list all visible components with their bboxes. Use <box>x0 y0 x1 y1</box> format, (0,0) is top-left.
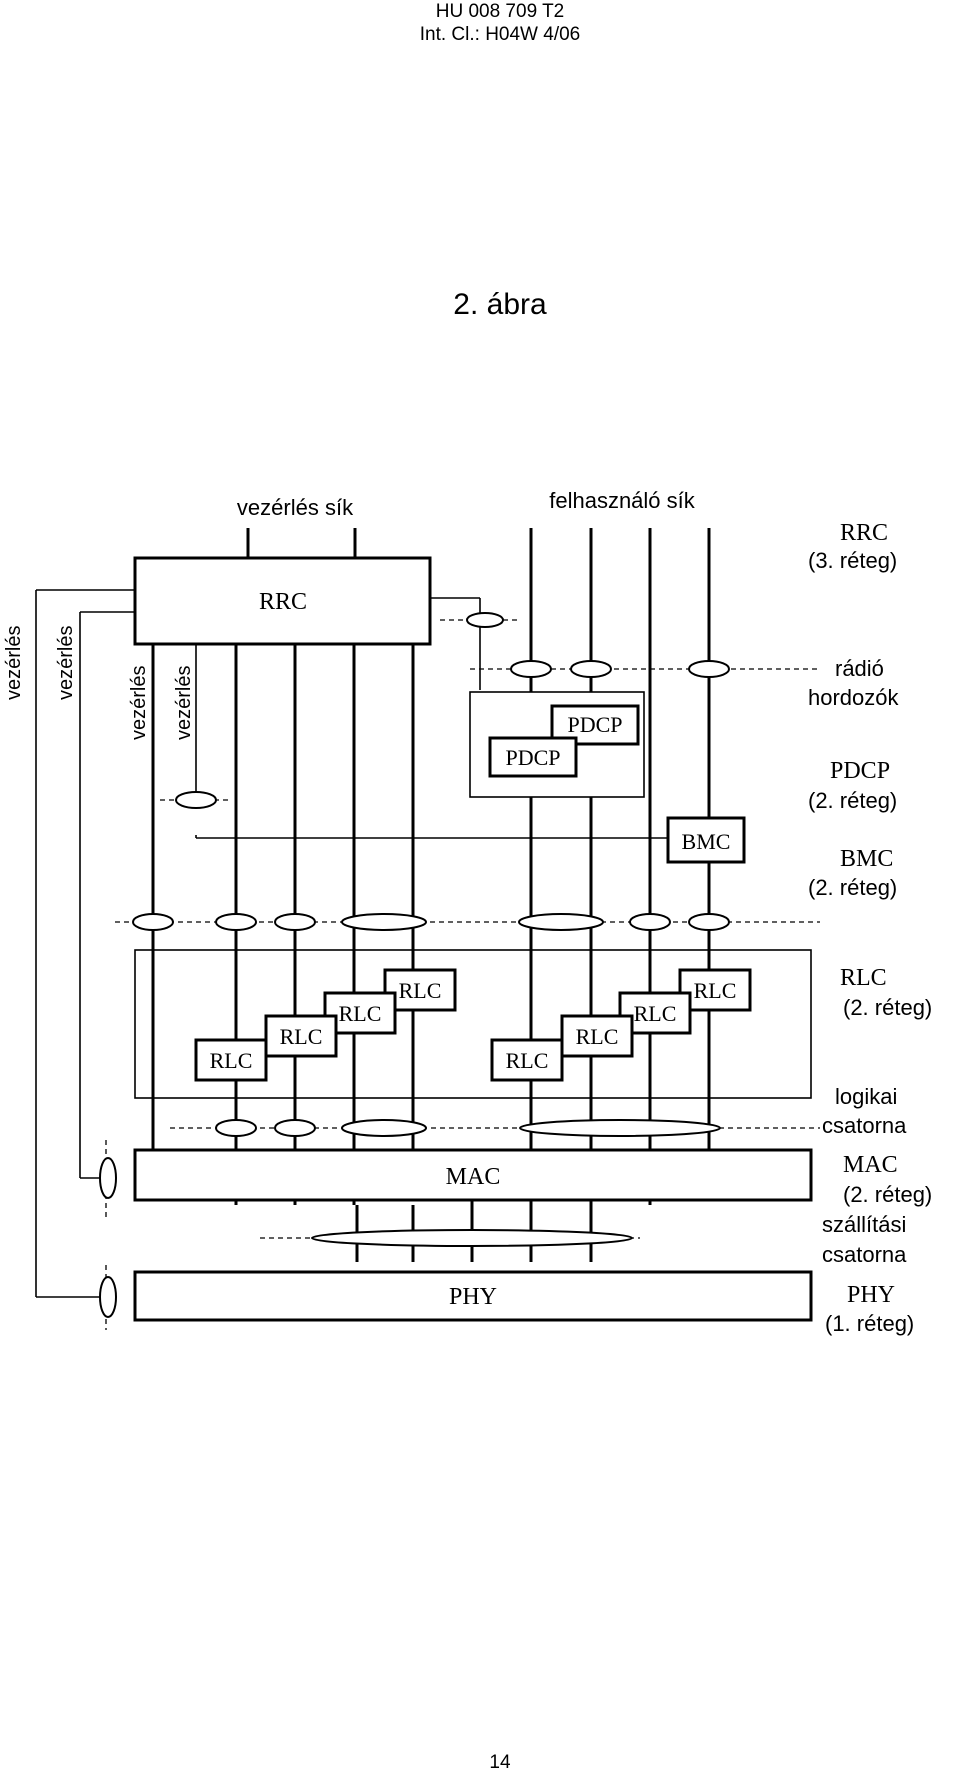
figure-title: 2. ábra <box>453 288 547 321</box>
control-label: vezérlés <box>173 666 195 740</box>
sap-ellipse <box>341 1119 427 1137</box>
rrc-box <box>133 556 432 646</box>
user-plane-label: felhasználó sík <box>549 488 696 513</box>
layer-legend: RRC (3. réteg) rádió hordozók PDCP (2. r… <box>808 520 932 1336</box>
sap-ellipse <box>99 1276 117 1318</box>
legend-bmc-name: BMC <box>840 846 893 872</box>
sap-ellipse <box>132 913 174 931</box>
legend-rrc-name: RRC <box>840 520 888 546</box>
rlc-boxes: RLC RLC RLC RLC RLC RLC RLC RLC <box>194 968 752 1082</box>
rlc-label: RLC <box>280 1024 323 1049</box>
sap-ellipse <box>629 913 671 931</box>
rlc-label: RLC <box>399 978 442 1003</box>
legend-logical-channel: logikai <box>835 1084 897 1109</box>
legend-radio-bearers: hordozók <box>808 685 900 710</box>
control-label: vezérlés <box>128 666 150 740</box>
bmc-label: BMC <box>682 829 731 854</box>
rlc-label: RLC <box>576 1024 619 1049</box>
sap-ellipse <box>274 913 316 931</box>
sap-ellipse <box>341 913 427 931</box>
rlc-box <box>264 1014 338 1058</box>
sap-ellipse <box>274 1119 316 1137</box>
sap-ellipse <box>688 913 730 931</box>
sap-ellipse <box>518 913 604 931</box>
sap-ellipse <box>215 913 257 931</box>
mac-box <box>133 1148 813 1202</box>
user-plane-upper-lines <box>529 528 711 1205</box>
legend-rrc-layer: (3. réteg) <box>808 548 897 573</box>
legend-rlc-layer: (2. réteg) <box>843 995 932 1020</box>
legend-rlc-name: RLC <box>840 965 887 991</box>
rlc-label: RLC <box>694 978 737 1003</box>
control-label: vezérlés <box>55 626 77 700</box>
pdcp-front-box <box>488 736 578 778</box>
phy-label: PHY <box>449 1284 497 1310</box>
sap-ellipse <box>688 660 730 678</box>
page-number: 14 <box>489 1752 511 1773</box>
legend-phy-layer: (1. réteg) <box>825 1311 914 1336</box>
rlc-box <box>383 968 457 1012</box>
pdcp-back-label: PDCP <box>567 712 622 737</box>
sap-ellipse <box>519 1119 721 1137</box>
control-label: vezérlés <box>3 626 25 700</box>
legend-transport-channel: csatorna <box>822 1242 907 1267</box>
patent-number: HU 008 709 T2 <box>435 1 565 22</box>
legend-radio-bearers: rádió <box>835 656 884 681</box>
sap-ellipse <box>175 791 217 809</box>
rlc-label: RLC <box>210 1048 253 1073</box>
rlc-label: RLC <box>634 1001 677 1026</box>
phy-box <box>133 1270 813 1322</box>
rrc-label: RRC <box>259 589 307 615</box>
rlc-box <box>194 1038 268 1082</box>
legend-pdcp-name: PDCP <box>830 758 890 784</box>
mac-label: MAC <box>446 1164 501 1190</box>
control-signal-lines <box>35 589 668 1298</box>
rlc-box <box>678 968 752 1012</box>
control-plane-upper-lines <box>246 528 357 558</box>
sap-ellipse <box>215 1119 257 1137</box>
pdcp-front-label: PDCP <box>505 745 560 770</box>
legend-logical-channel: csatorna <box>822 1113 907 1138</box>
legend-bmc-layer: (2. réteg) <box>808 875 897 900</box>
control-plane-label: vezérlés sík <box>237 495 354 520</box>
legend-mac-layer: (2. réteg) <box>843 1182 932 1207</box>
legend-pdcp-layer: (2. réteg) <box>808 788 897 813</box>
rlc-box <box>560 1014 634 1058</box>
bmc-box <box>666 816 746 864</box>
sap-ellipse <box>99 1157 117 1199</box>
sap-ellipse <box>570 660 612 678</box>
legend-transport-channel: szállítási <box>822 1212 906 1237</box>
rlc-label: RLC <box>506 1048 549 1073</box>
rlc-label: RLC <box>339 1001 382 1026</box>
classification: Int. Cl.: H04W 4/06 <box>419 24 581 45</box>
sap-ellipse <box>466 612 504 628</box>
rlc-group-box <box>134 949 812 1099</box>
legend-phy-name: PHY <box>847 1282 895 1308</box>
sap-ellipse <box>510 660 552 678</box>
legend-mac-name: MAC <box>843 1152 898 1178</box>
sap-ellipse <box>311 1229 633 1247</box>
rlc-box <box>490 1038 564 1082</box>
service-access-points <box>99 612 730 1318</box>
